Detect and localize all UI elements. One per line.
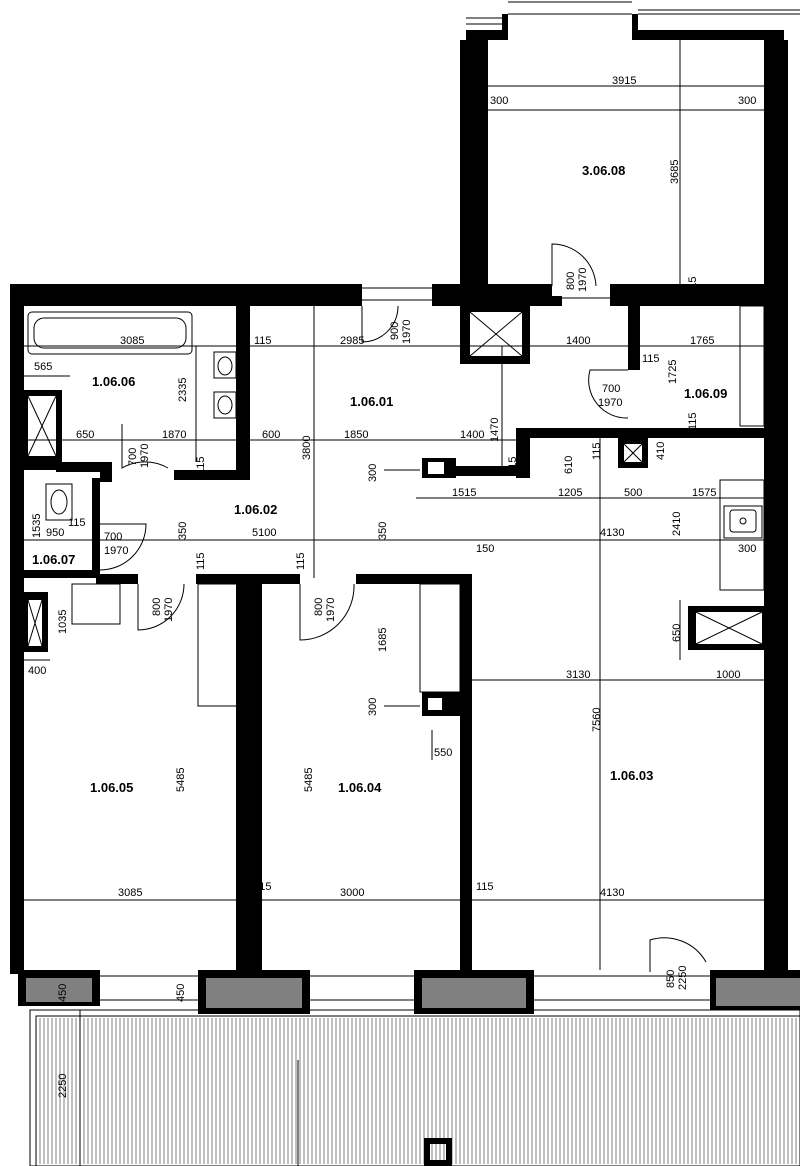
dim-label: 700 [127, 448, 139, 466]
dim-label: 1035 [57, 610, 69, 634]
dim-label: 700 [104, 531, 122, 543]
dim-label: 600 [262, 429, 280, 441]
dim-label: 1535 [31, 514, 43, 538]
dim-label: 850 [665, 970, 677, 988]
dim-label: 3085 [118, 887, 142, 899]
dim-label: 700 [602, 383, 620, 395]
dim-label: 450 [57, 984, 69, 1002]
room-label-1-06-01: 1.06.01 [350, 394, 393, 409]
dim-label: 1850 [344, 429, 368, 441]
dim-label: 1470 [489, 418, 501, 442]
dim-label: 3915 [612, 75, 636, 87]
dim-label: 7560 [591, 708, 603, 732]
dim-label: 115 [687, 412, 699, 430]
dim-label: 500 [624, 487, 642, 499]
room-label-1-06-07: 1.06.07 [32, 552, 75, 567]
dim-label: 3685 [669, 160, 681, 184]
dim-label: 2250 [677, 966, 689, 990]
room-label-3-06-08: 3.06.08 [582, 163, 625, 178]
dim-label: 115 [591, 442, 603, 460]
dim-label: 1765 [690, 335, 714, 347]
dim-label: 1000 [716, 669, 740, 681]
dim-label: 3085 [120, 335, 144, 347]
dim-label: 650 [76, 429, 94, 441]
dim-label: 800 [313, 598, 325, 616]
balcony-decking [39, 1018, 797, 1164]
room-label-1-06-04: 1.06.04 [338, 780, 382, 795]
dim-label: 1870 [162, 429, 186, 441]
dim-label: 1970 [401, 320, 413, 344]
dim-label: 4130 [600, 527, 624, 539]
dim-label: 5100 [252, 527, 276, 539]
walls [10, 1, 800, 1166]
room-label-1-06-02: 1.06.02 [234, 502, 277, 517]
dim-label: 300 [367, 464, 379, 482]
dim-label: 900 [389, 322, 401, 340]
dim-label: 300 [738, 95, 756, 107]
dim-label: 115 [642, 353, 660, 365]
dim-label: 1685 [377, 628, 389, 652]
fixtures [27, 287, 765, 707]
dim-label: 4130 [600, 887, 624, 899]
room-label-1-06-03: 1.06.03 [610, 768, 653, 783]
room-label-1-06-09: 1.06.09 [684, 386, 727, 401]
dim-label: 410 [655, 442, 667, 460]
dim-label: 2985 [340, 335, 364, 347]
dim-label: 1400 [566, 335, 590, 347]
dim-label: 350 [377, 522, 389, 540]
dim-label: 1970 [139, 444, 151, 468]
dim-label: 1725 [667, 360, 679, 384]
dim-label: 1515 [452, 487, 476, 499]
dim-label: 300 [367, 698, 379, 716]
dim-label: 3130 [566, 669, 590, 681]
dim-label: 115 [68, 517, 86, 529]
dim-label: 2410 [671, 512, 683, 536]
dim-label: 400 [28, 665, 46, 677]
dim-label: 1970 [325, 598, 337, 622]
room-labels: 3.06.08 1.06.01 1.06.02 1.06.03 1.06.04 … [32, 163, 727, 795]
dim-label: 115 [254, 335, 272, 347]
dim-label: 300 [490, 95, 508, 107]
dim-label: 610 [563, 456, 575, 474]
dim-label: 1575 [692, 487, 716, 499]
dim-label: 950 [46, 527, 64, 539]
dim-label: 115 [254, 881, 272, 893]
dim-label: 2250 [57, 1074, 69, 1098]
dim-label: 3800 [301, 436, 313, 460]
dim-label: 1205 [558, 487, 582, 499]
dim-label: 150 [476, 543, 494, 555]
dim-label: 115 [687, 276, 699, 294]
dim-label: 5485 [175, 768, 187, 792]
room-label-1-06-06: 1.06.06 [92, 374, 135, 389]
dim-label: 1970 [598, 397, 622, 409]
dim-label: 115 [295, 552, 307, 570]
dim-label: 1970 [163, 598, 175, 622]
dim-label: 115 [195, 552, 207, 570]
dim-label: 550 [434, 747, 452, 759]
dim-label: 3000 [340, 887, 364, 899]
dim-label: 1970 [577, 268, 589, 292]
dim-label: 115 [195, 456, 207, 474]
dim-label: 115 [476, 881, 494, 893]
doors [99, 243, 707, 972]
dim-label: 1400 [460, 429, 484, 441]
dim-label: 115 [507, 456, 519, 474]
dim-label: 565 [34, 361, 52, 373]
dim-label: 650 [671, 624, 683, 642]
dim-label: 2335 [177, 378, 189, 402]
dim-label: 350 [177, 522, 189, 540]
dim-label: 300 [738, 543, 756, 555]
dim-label: 450 [175, 984, 187, 1002]
dimension-lines [22, 40, 768, 1166]
dim-label: 1970 [104, 545, 128, 557]
dim-label: 800 [151, 598, 163, 616]
dim-label: 800 [565, 272, 577, 290]
room-label-1-06-05: 1.06.05 [90, 780, 133, 795]
dimension-labels: 3915 300 300 3685 800 1970 115 3085 115 … [28, 75, 756, 1098]
dim-label: 5485 [303, 768, 315, 792]
